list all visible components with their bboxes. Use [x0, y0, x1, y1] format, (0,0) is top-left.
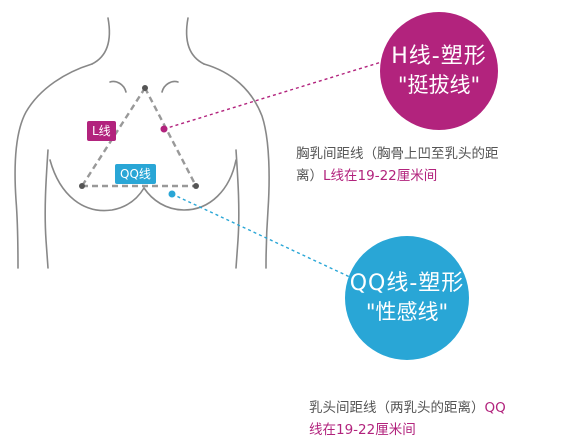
l-line-description-highlight: L线在19-22厘米间	[323, 168, 438, 184]
l-line-tag: L线	[87, 121, 116, 141]
h-line-subtitle: "挺拔线"	[397, 73, 481, 97]
point-markers	[79, 85, 199, 189]
qq-line-title: QQ线-塑形	[349, 271, 465, 296]
qq-line-description-highlight: QQ	[484, 400, 506, 416]
h-line-anchor-dot	[160, 125, 168, 133]
right-nipple-dot	[193, 183, 199, 189]
h-line-title: H线-塑形	[391, 44, 487, 69]
torso-outline	[14, 17, 270, 269]
measure-triangle	[80, 87, 198, 188]
breast-right	[143, 159, 237, 211]
qq-line-description-prefix: 乳头间距线（两乳头的距离）	[309, 400, 485, 416]
qq-line-anchor-dot	[168, 190, 176, 198]
h-line-circle: H线-塑形 "挺拔线"	[380, 12, 498, 130]
shoulder-left	[14, 63, 93, 269]
qq-line-tag: QQ线	[115, 164, 156, 184]
qq-line-description-line2: 线在19-22厘米间	[309, 419, 506, 441]
qq-line-circle: QQ线-塑形 "性感线"	[345, 236, 469, 360]
qq-line-tag-text: QQ线	[120, 167, 151, 181]
breast-left	[49, 159, 145, 212]
l-line-right	[143, 87, 198, 187]
clavicle-left	[109, 80, 127, 93]
l-line-tag-text: L线	[92, 124, 111, 138]
l-line-description-line1: 胸乳间距线（胸骨上凹至乳头的距	[296, 146, 499, 162]
qq-line-description-line2-highlight: 线在19-22厘米间	[309, 422, 416, 438]
l-line-description-line2: 离）L线在19-22厘米间	[296, 165, 499, 187]
l-line-description: 胸乳间距线（胸骨上凹至乳头的距 离）L线在19-22厘米间	[296, 143, 499, 187]
sternal-notch-dot	[142, 85, 148, 91]
qq-line-description-line1: 乳头间距线（两乳头的距离）QQ	[309, 397, 506, 419]
shoulder-right	[203, 63, 270, 269]
arm-inner-right	[235, 149, 240, 269]
neck-left	[91, 17, 111, 65]
l-line-description-prefix: 离）	[296, 168, 323, 184]
qq-line-subtitle: "性感线"	[365, 300, 449, 324]
qq-line-description: 乳头间距线（两乳头的距离）QQ 线在19-22厘米间	[309, 397, 506, 441]
clavicle-right	[161, 80, 179, 93]
h-line-connector	[163, 59, 389, 130]
neck-right	[185, 17, 205, 65]
qq-line-connector	[171, 193, 353, 279]
left-nipple-dot	[79, 183, 85, 189]
arm-inner-left	[44, 149, 49, 269]
